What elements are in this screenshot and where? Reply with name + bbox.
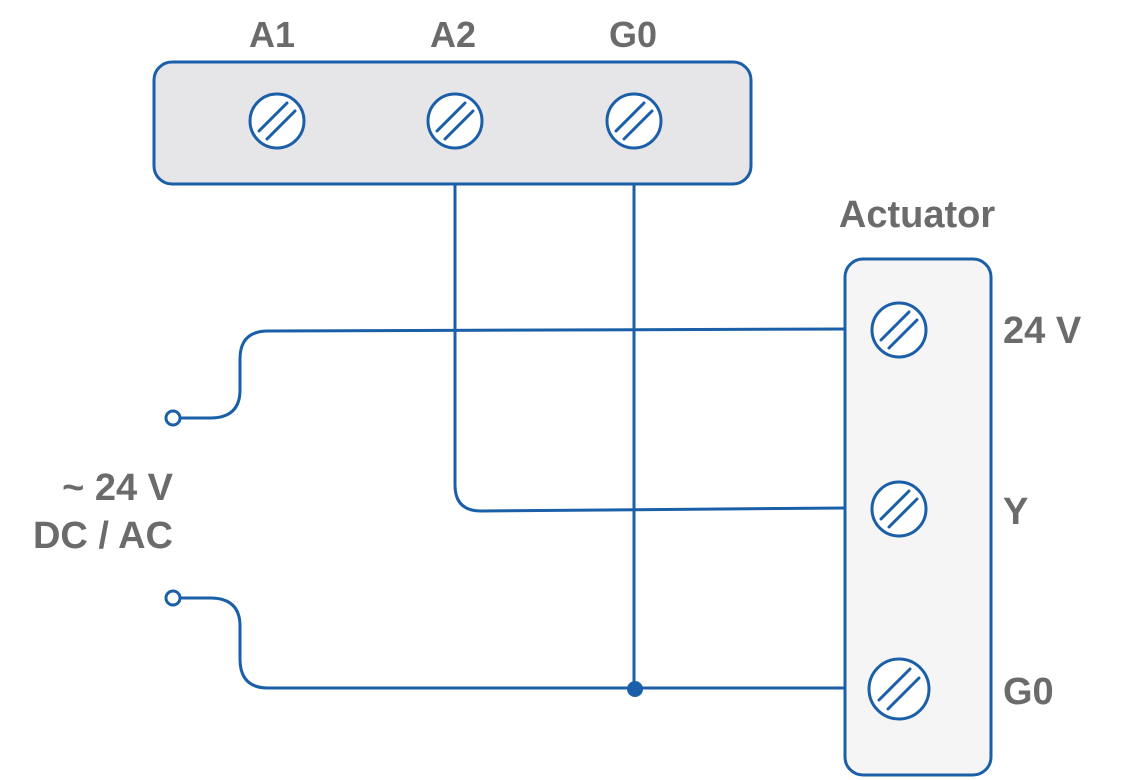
wire-a2-to-y (453, 184, 846, 513)
junction-dot-icon (627, 681, 643, 697)
screw-terminal-icon (867, 657, 931, 721)
actuator-terminal-label-y: Y (1003, 491, 1028, 533)
screw-terminal-icon (605, 92, 663, 150)
screw-terminal-icon (248, 92, 306, 150)
supply-terminal-icon (164, 409, 182, 427)
actuator-terminal-label-24v: 24 V (1003, 310, 1082, 352)
supply-terminal-icon (164, 589, 182, 607)
actuator-title: Actuator (839, 194, 995, 236)
actuator-terminal-label-g0: G0 (1003, 671, 1054, 713)
controller-block: A1 A2 G0 (152, 14, 753, 186)
supply-type-label: DC / AC (33, 515, 173, 557)
screw-terminal-icon (426, 92, 484, 150)
screw-terminal-icon (870, 301, 928, 359)
controller-terminal-label-a1: A1 (249, 14, 295, 55)
wires (181, 184, 846, 690)
controller-terminal-label-g0: G0 (609, 14, 657, 55)
controller-terminal-label-a2: A2 (430, 14, 476, 55)
actuator-block: Actuator 24 V Y G0 (839, 194, 1082, 777)
screw-terminal-icon (870, 480, 928, 538)
supply-voltage-label: ~ 24 V (62, 467, 174, 509)
wire-supply-to-g0 (181, 596, 845, 690)
supply-label: ~ 24 V DC / AC (33, 467, 174, 557)
wire-supply-to-24v (181, 327, 846, 420)
